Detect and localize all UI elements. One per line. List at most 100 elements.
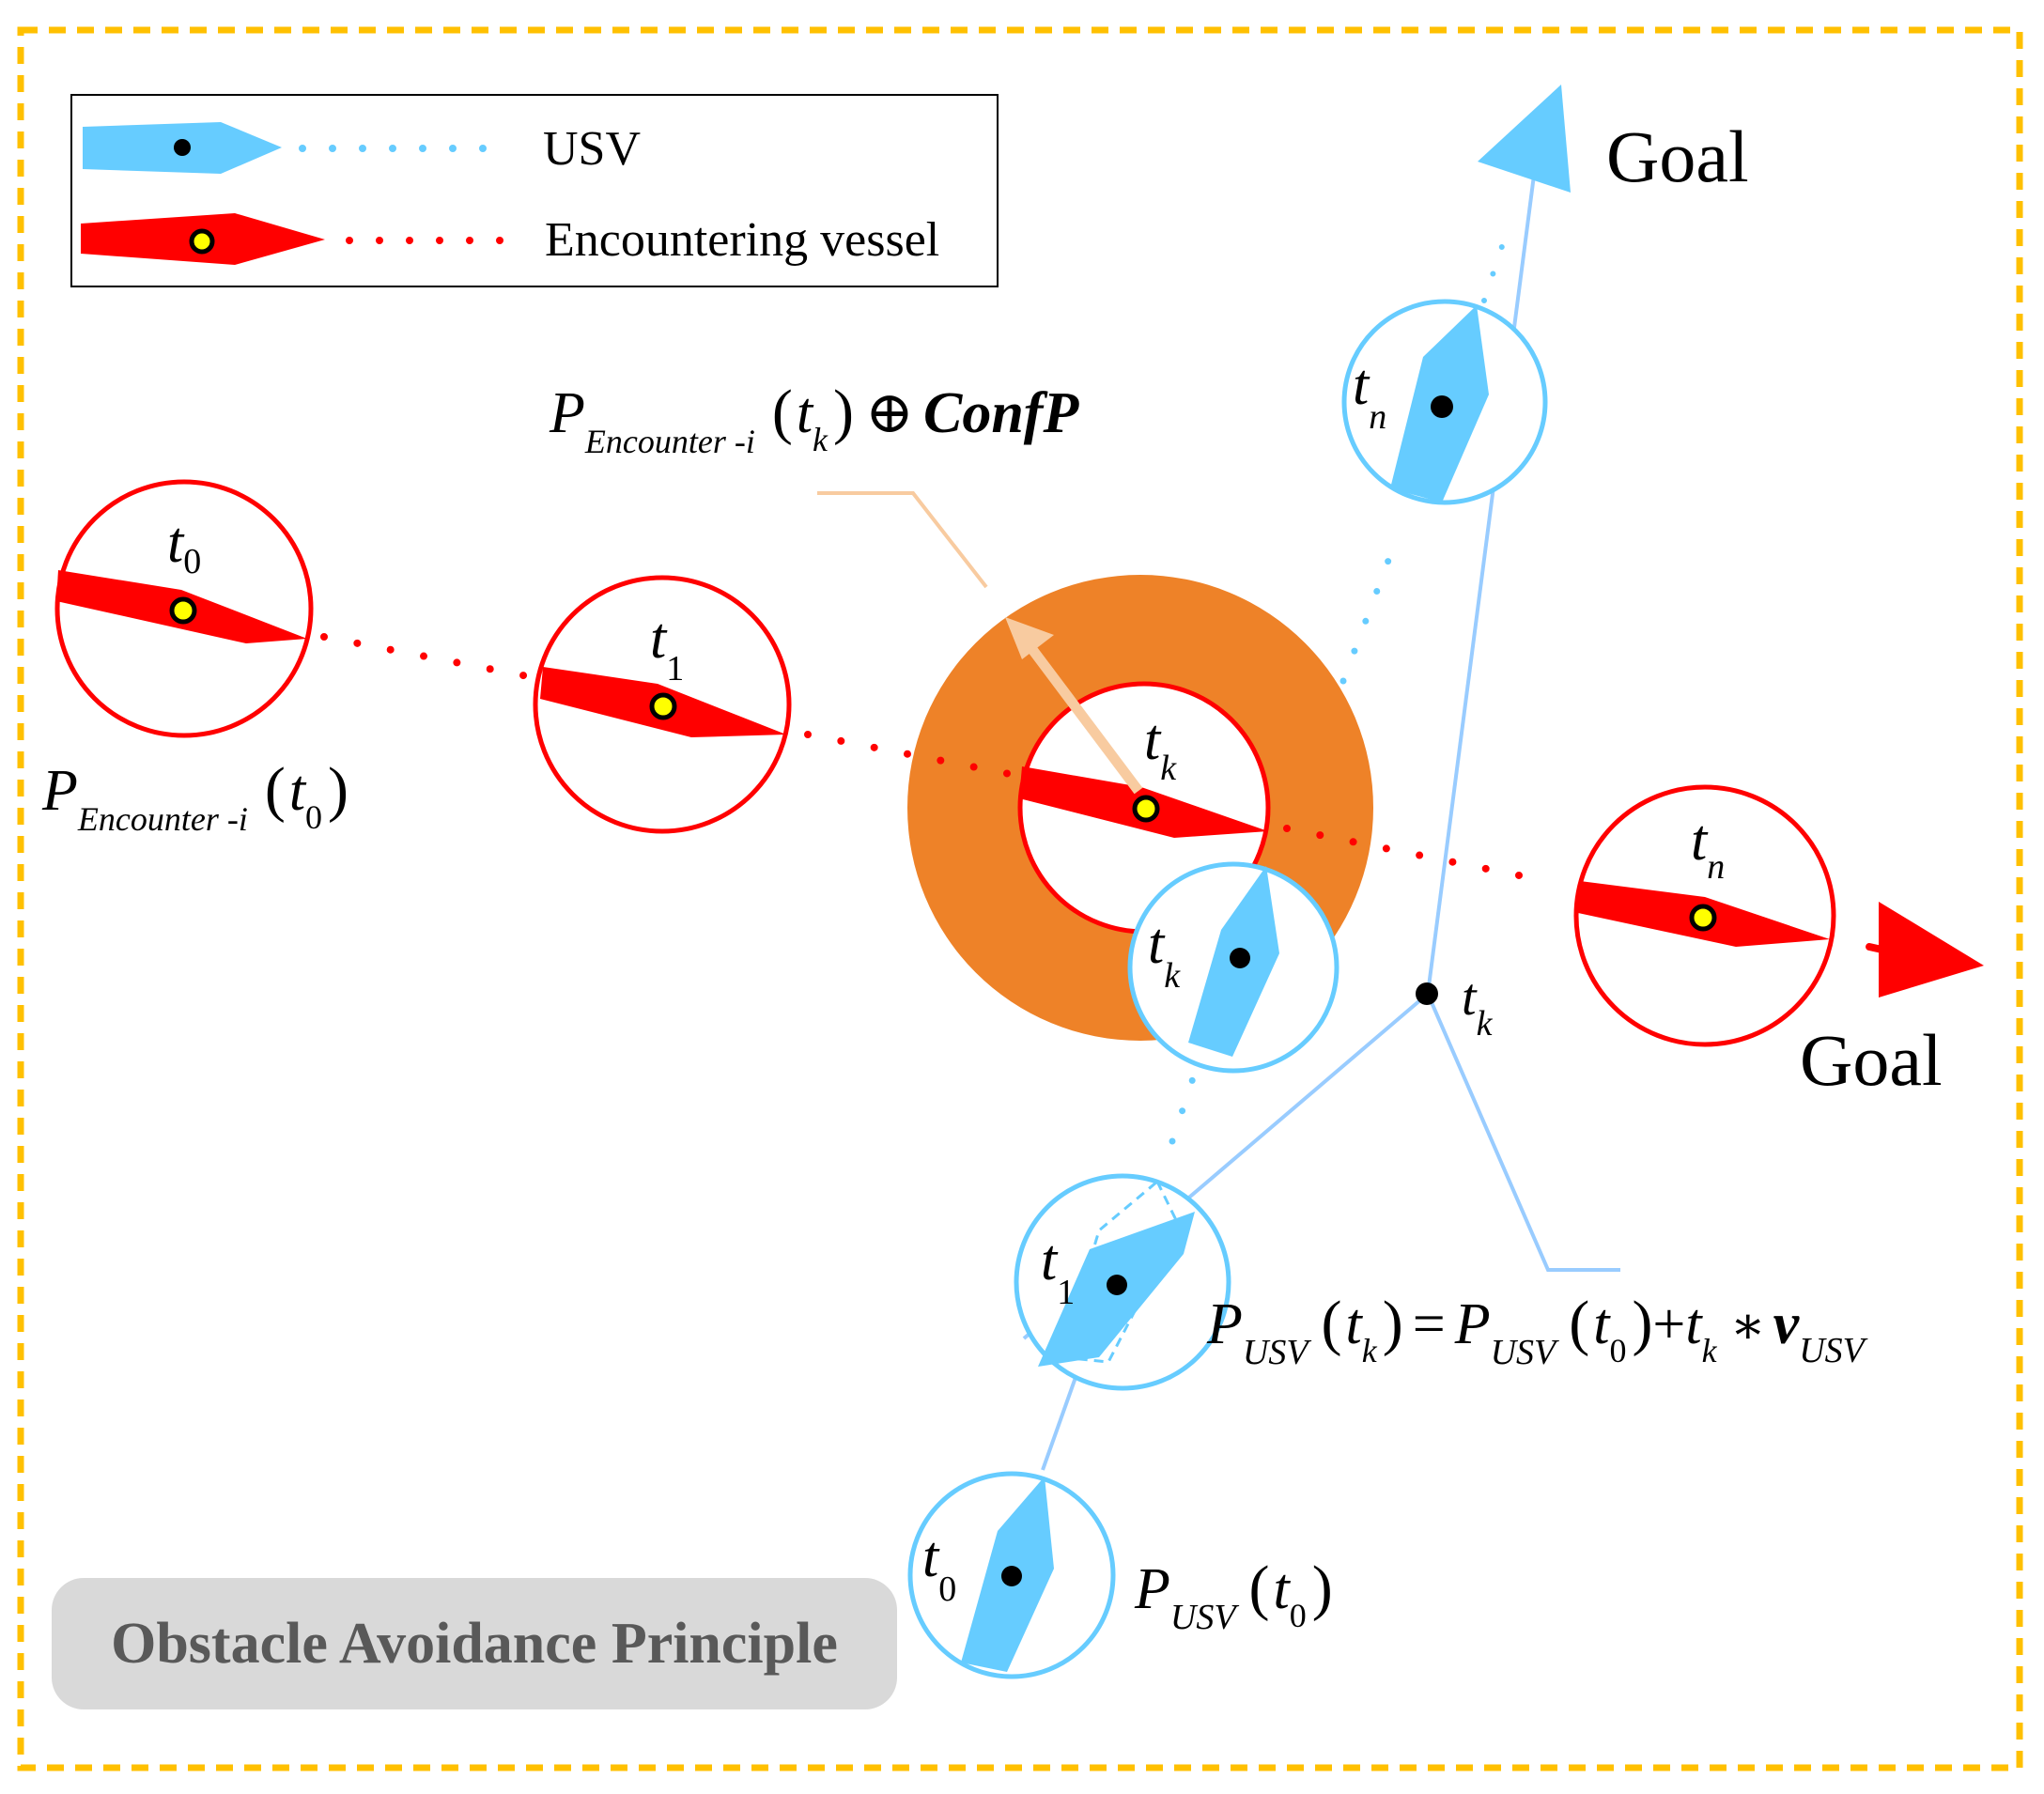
f1-P: P — [549, 381, 585, 445]
usv-time-label-t0: t0 — [922, 1525, 956, 1609]
encounter-position-dot-tn — [1689, 904, 1717, 932]
legend-usv-label: USV — [543, 122, 641, 176]
encounter-position-dot-t1 — [649, 692, 677, 720]
f3-t: t — [1274, 1557, 1292, 1621]
f2-zero: 0 — [305, 798, 322, 836]
usv-t1-sub: 1 — [1057, 1273, 1075, 1312]
f3-close: ) — [1312, 1554, 1333, 1622]
predicted-point-t: t — [1462, 968, 1478, 1027]
f4-open2: ( — [1569, 1289, 1589, 1357]
f3-open: ( — [1249, 1554, 1270, 1622]
f4-k: k — [1362, 1332, 1378, 1369]
f2-t: t — [289, 759, 307, 823]
encounter-time-label-t0: t0 — [167, 511, 201, 581]
f2-P: P — [41, 759, 78, 823]
usv-vessel-tk — [1127, 861, 1339, 1074]
formula-encounter-t0: PEncounter -i(t0) — [41, 755, 348, 838]
f4-zero2: 0 — [1609, 1332, 1626, 1369]
encounter-t0-t: t — [167, 511, 185, 575]
f3-zero: 0 — [1290, 1597, 1307, 1634]
encounter-t1-sub: 1 — [666, 649, 684, 688]
usv-time-label-tn: tn — [1353, 353, 1386, 437]
f4-close: ) — [1383, 1289, 1403, 1357]
f3-sub: USV — [1170, 1598, 1239, 1637]
encounter-vessel-t0 — [54, 479, 314, 738]
encounter-path-seg-2 — [804, 731, 1023, 780]
formula-usv-t0: PUSV (t0) — [1134, 1554, 1333, 1637]
encounter-t1-t: t — [650, 607, 668, 671]
confp-arrow-shaft — [1027, 644, 1143, 795]
confp-leader-line — [817, 491, 988, 589]
usv-goal-arrow — [1478, 85, 1571, 193]
f4-plus: + — [1652, 1292, 1685, 1356]
f1-k: k — [813, 421, 828, 458]
caption-obstacle-avoidance-principle: Obstacle Avoidance Principle — [52, 1578, 897, 1709]
f4-P2: P — [1454, 1292, 1491, 1356]
usv-vessel-t1 — [1014, 1173, 1231, 1391]
legend-encounter-center-dot — [189, 228, 215, 255]
encounter-position-dot-t0 — [169, 596, 197, 625]
legend-encounter-label: Encountering vessel — [545, 213, 939, 267]
f1-confp: ConfP — [923, 381, 1079, 445]
formula-usv-tk: PUSV(tk)=PUSV(t0)+tk∗vUSV — [1206, 1289, 1868, 1372]
usv-formula-leader — [1426, 993, 1620, 1272]
usv-tk-t: t — [1148, 912, 1166, 976]
usv-vessel-t0 — [907, 1471, 1116, 1679]
encounter-t0-sub: 0 — [183, 542, 201, 581]
encounter-tk-sub: k — [1160, 749, 1177, 788]
outer-dashed-border — [17, 26, 2023, 1771]
f4-star: ∗ — [1730, 1297, 1766, 1355]
confp-arrow-head — [1005, 617, 1054, 659]
encounter-tn-sub: n — [1707, 847, 1725, 887]
f2-sub: Encounter -i — [77, 800, 248, 838]
usv-vessel-tn — [1341, 299, 1548, 505]
encounter-path-seg-1 — [320, 633, 541, 682]
encounter-time-label-t1: t1 — [650, 607, 684, 688]
encounter-position-dot-tk — [1132, 795, 1160, 823]
encounter-vessel-t1 — [533, 575, 792, 834]
legend-usv-center-dot — [174, 139, 191, 156]
f4-t2: t — [1593, 1292, 1611, 1356]
usv-tk-sub: k — [1164, 956, 1181, 996]
f3-P: P — [1134, 1557, 1170, 1621]
usv-tn-sub: n — [1369, 397, 1386, 437]
f4-close2: ) — [1632, 1289, 1652, 1357]
f4-t3: t — [1685, 1292, 1703, 1356]
encounter-vessel-tn — [1573, 784, 1836, 1047]
f1-oplus: ⊕ — [865, 381, 914, 445]
usv-path-seg-4 — [1481, 218, 1513, 303]
f4-sub: USV — [1243, 1333, 1311, 1372]
predicted-point-sub: k — [1477, 1004, 1494, 1044]
usv-position-dot-t1 — [1107, 1275, 1127, 1295]
f4-eq: = — [1413, 1292, 1446, 1356]
encounter-time-label-tn: tn — [1691, 809, 1725, 887]
formula-encounter-confp: PEncounter -i(tk)⊕ConfP — [549, 378, 1079, 460]
usv-ghost-ship-t1 — [1060, 1179, 1181, 1364]
usv-path-seg-3 — [1339, 539, 1399, 685]
usv-t1-t: t — [1041, 1229, 1059, 1292]
f4-k3: k — [1702, 1332, 1718, 1369]
f4-sub2: USV — [1491, 1333, 1559, 1372]
usv-predicted-point-tk — [1416, 982, 1438, 1005]
usv-goal-label: Goal — [1606, 116, 1749, 197]
encounter-goal-arrow — [1879, 902, 1984, 998]
usv-time-label-t1: t1 — [1041, 1229, 1075, 1312]
predicted-point-time-label: tk — [1462, 968, 1494, 1044]
f2-open: ( — [265, 755, 286, 824]
confp-leader — [817, 491, 1143, 795]
f4-vsub: USV — [1799, 1331, 1867, 1370]
f1-t: t — [797, 381, 814, 445]
f4-v: v — [1773, 1292, 1801, 1356]
usv-trajectory — [1038, 218, 1513, 1241]
encounter-tk-t: t — [1144, 708, 1162, 772]
usv-time-label-tk: tk — [1148, 912, 1181, 996]
usv-position-dot-tn — [1431, 395, 1453, 418]
legend: USV Encountering vessel — [70, 94, 999, 287]
usv-position-dot-tk — [1230, 948, 1250, 968]
f1-open: ( — [772, 378, 793, 446]
usv-t0-t: t — [922, 1525, 940, 1589]
f4-t: t — [1346, 1292, 1364, 1356]
encounter-time-label-tk: tk — [1144, 708, 1177, 788]
f4-open: ( — [1322, 1289, 1342, 1357]
